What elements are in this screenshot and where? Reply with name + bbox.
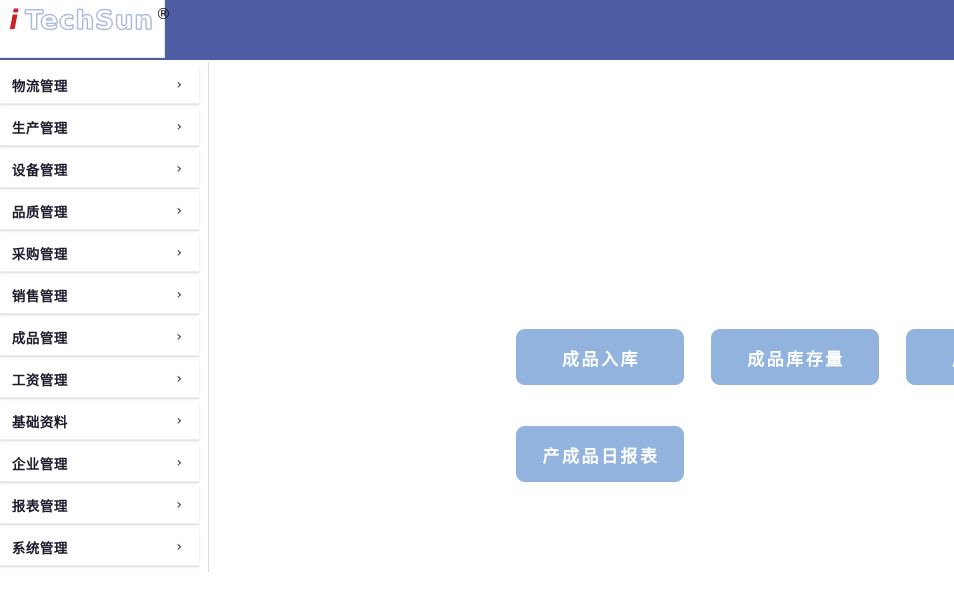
tile-finished-goods-stock[interactable]: 成品库存量 bbox=[711, 329, 879, 385]
sidebar-item-label: 系统管理 bbox=[12, 541, 68, 557]
sidebar-item-label: 物流管理 bbox=[12, 79, 68, 95]
chevron-right-icon: › bbox=[176, 455, 182, 471]
sidebar-item-quality[interactable]: 品质管理 › bbox=[0, 192, 199, 230]
app-header: i TechSun ® bbox=[0, 0, 954, 60]
sidebar-item-label: 报表管理 bbox=[12, 499, 68, 515]
tile-label: 成品入库 bbox=[562, 349, 641, 370]
chevron-right-icon: › bbox=[176, 371, 182, 387]
sidebar-item-label: 生产管理 bbox=[12, 121, 68, 137]
chevron-right-icon: › bbox=[176, 329, 182, 345]
tile-finished-goods-daily-report[interactable]: 产成品日报表 bbox=[516, 426, 684, 482]
tile-finished-goods-inbound[interactable]: 成品入库 bbox=[516, 329, 684, 385]
sidebar-item-finished-goods[interactable]: 成品管理 › bbox=[0, 318, 199, 356]
sidebar-item-label: 工资管理 bbox=[12, 373, 68, 389]
sidebar-item-label: 销售管理 bbox=[12, 289, 68, 305]
chevron-right-icon: › bbox=[176, 245, 182, 261]
logo: i TechSun ® bbox=[9, 6, 171, 42]
chevron-right-icon: › bbox=[176, 77, 182, 93]
main-content: 成品入库 成品库存量 成品出库 产成品日报表 bbox=[210, 62, 954, 593]
chevron-right-icon: › bbox=[176, 287, 182, 303]
sidebar-item-label: 品质管理 bbox=[12, 205, 68, 221]
sidebar-item-label: 采购管理 bbox=[12, 247, 68, 263]
registered-trademark-icon: ® bbox=[155, 5, 171, 23]
sidebar-item-label: 设备管理 bbox=[12, 163, 68, 179]
sidebar-item-sales[interactable]: 销售管理 › bbox=[0, 276, 199, 314]
tile-label: 产成品日报表 bbox=[542, 446, 660, 467]
logo-i-mark: i bbox=[9, 5, 19, 36]
chevron-right-icon: › bbox=[176, 203, 182, 219]
sidebar-item-payroll[interactable]: 工资管理 › bbox=[0, 360, 199, 398]
logo-container[interactable]: i TechSun ® bbox=[0, 0, 171, 58]
chevron-right-icon: › bbox=[176, 119, 182, 135]
sidebar-item-production[interactable]: 生产管理 › bbox=[0, 108, 199, 146]
chevron-right-icon: › bbox=[176, 497, 182, 513]
logo-wordmark: TechSun bbox=[25, 6, 154, 37]
sidebar-item-enterprise[interactable]: 企业管理 › bbox=[0, 444, 199, 482]
sidebar-nav: 物流管理 › 生产管理 › 设备管理 › 品质管理 › 采购管理 › 销售管理 … bbox=[0, 62, 209, 572]
chevron-right-icon: › bbox=[176, 539, 182, 555]
sidebar-item-label: 基础资料 bbox=[12, 415, 68, 431]
sidebar-item-label: 企业管理 bbox=[12, 457, 68, 473]
sidebar-item-reports[interactable]: 报表管理 › bbox=[0, 486, 199, 524]
sidebar-item-master-data[interactable]: 基础资料 › bbox=[0, 402, 199, 440]
tile-label: 成品出库 bbox=[950, 345, 954, 370]
tile-finished-goods-outbound[interactable]: 成品出库 bbox=[906, 329, 954, 385]
sidebar-item-purchasing[interactable]: 采购管理 › bbox=[0, 234, 199, 272]
tile-label: 成品库存量 bbox=[747, 349, 845, 370]
chevron-right-icon: › bbox=[176, 161, 182, 177]
sidebar-item-logistics[interactable]: 物流管理 › bbox=[0, 66, 199, 104]
sidebar-item-system[interactable]: 系统管理 › bbox=[0, 528, 199, 566]
sidebar-item-equipment[interactable]: 设备管理 › bbox=[0, 150, 199, 188]
sidebar-item-label: 成品管理 bbox=[12, 331, 68, 347]
chevron-right-icon: › bbox=[176, 413, 182, 429]
